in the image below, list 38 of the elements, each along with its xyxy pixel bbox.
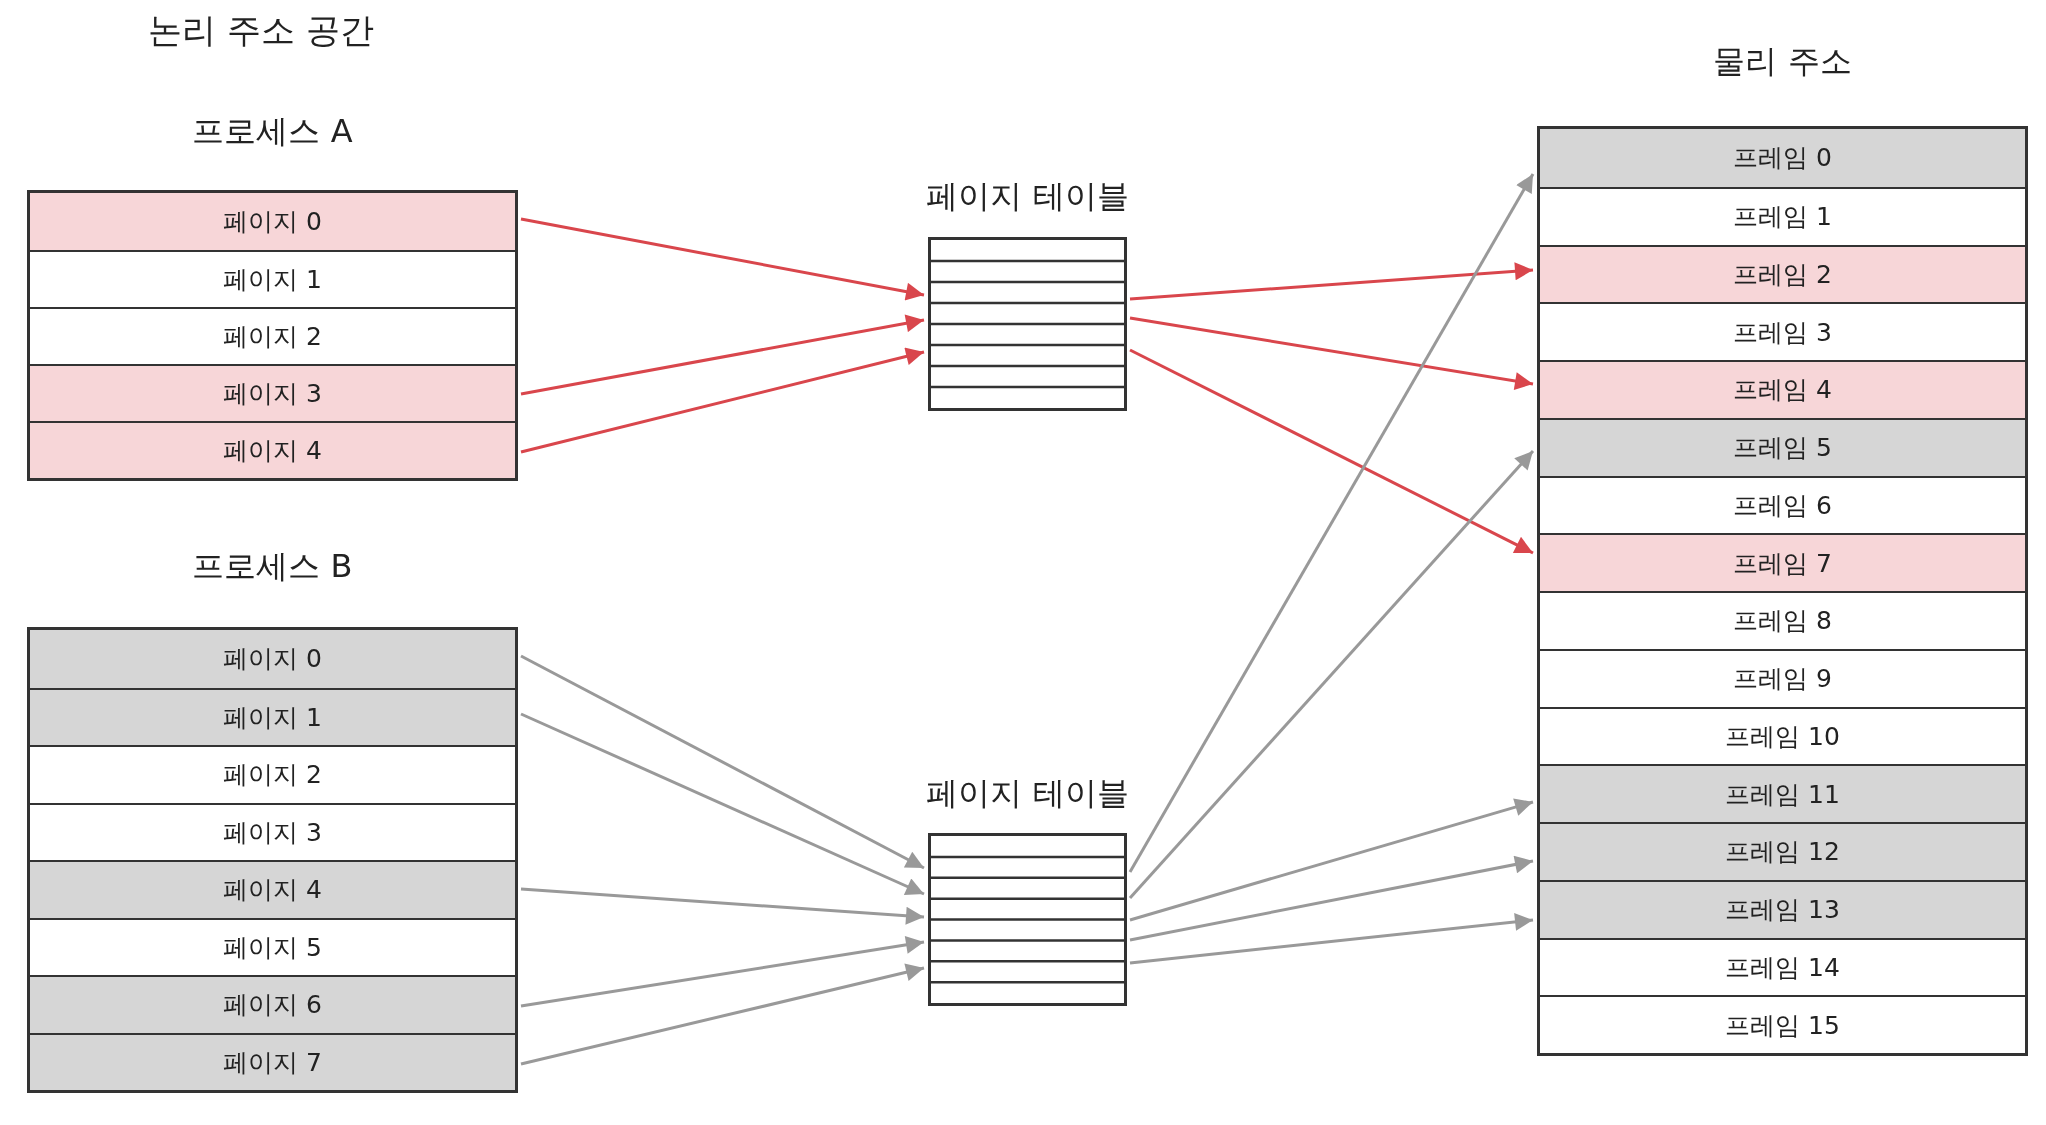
table-heading: 페이지 테이블 xyxy=(925,176,1130,217)
table-row: 페이지 0 xyxy=(30,193,515,250)
table-heading: 물리 주소 xyxy=(1712,41,1853,82)
arrow xyxy=(520,712,925,896)
table-row: 프레임 12 xyxy=(1540,822,2025,880)
arrow xyxy=(1129,798,1534,922)
table-row: 페이지 7 xyxy=(30,1032,515,1090)
arrow xyxy=(1129,855,1534,942)
arrow xyxy=(520,935,925,1008)
table-row: 프레임 11 xyxy=(1540,764,2025,822)
arrow xyxy=(520,314,925,396)
arrow xyxy=(520,347,925,454)
table-row: 페이지 6 xyxy=(30,975,515,1033)
table-row: 페이지 0 xyxy=(30,630,515,688)
table-row: 프레임 5 xyxy=(1540,417,2025,476)
arrow xyxy=(1129,912,1534,965)
table-row: 프레임 7 xyxy=(1540,533,2025,591)
table-row: 페이지 4 xyxy=(30,421,515,478)
arrow xyxy=(520,654,925,870)
arrow xyxy=(1129,262,1534,301)
table-row: 페이지 3 xyxy=(30,364,515,421)
arrow xyxy=(1129,348,1534,555)
table-row: 프레임 4 xyxy=(1540,360,2025,418)
table-heading: 프로세스 B xyxy=(191,546,354,587)
table-row: 프레임 0 xyxy=(1540,129,2025,187)
table-row: 페이지 1 xyxy=(30,687,515,745)
arrow xyxy=(520,963,925,1066)
arrow xyxy=(1128,173,1535,873)
table-row: 페이지 4 xyxy=(30,860,515,918)
table-heading: 프로세스 A xyxy=(191,111,354,152)
section-heading: 논리 주소 공간 xyxy=(148,9,374,52)
arrow xyxy=(520,887,925,925)
table-heading: 페이지 테이블 xyxy=(925,773,1130,814)
arrow xyxy=(520,217,925,301)
arrow xyxy=(1128,450,1535,899)
table-row: 프레임 13 xyxy=(1540,879,2025,938)
arrow xyxy=(1129,316,1534,390)
table-row: 프레임 2 xyxy=(1540,244,2025,303)
